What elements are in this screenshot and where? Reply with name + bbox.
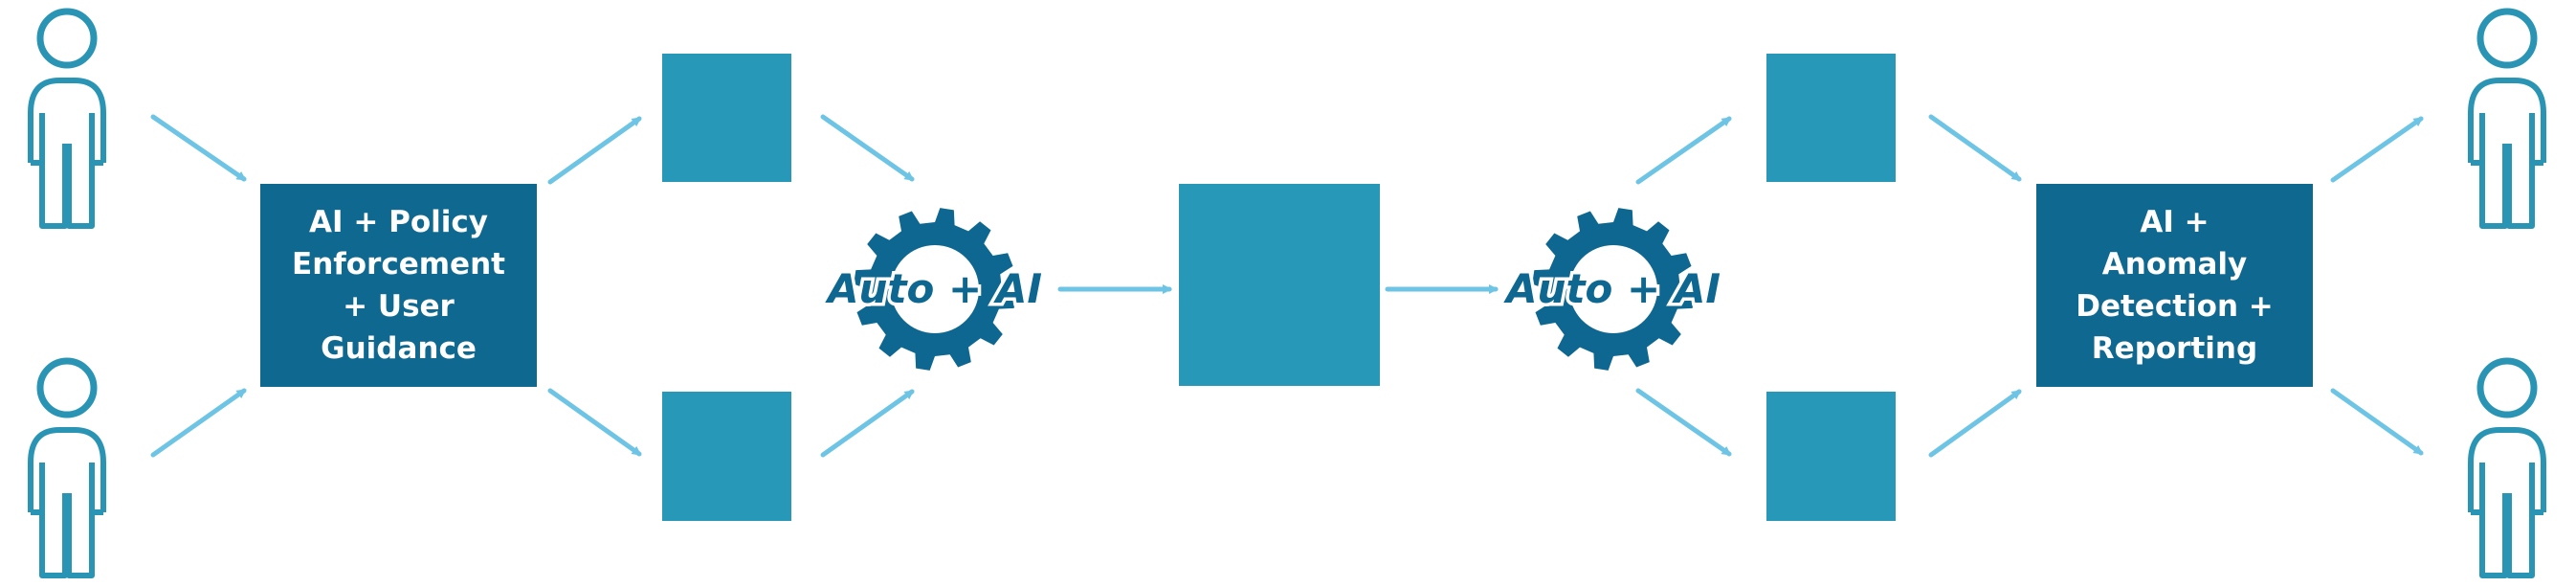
gear-icon xyxy=(854,208,1016,371)
left-process-label: AI + Policy Enforcement + User Guidance xyxy=(292,205,505,366)
top-right-box xyxy=(1766,54,1896,182)
right-process-label: AI + Anomaly Detection + Reporting xyxy=(2076,205,2274,366)
person-icon xyxy=(2468,357,2546,578)
arrow xyxy=(2330,116,2424,183)
arrow xyxy=(2330,388,2424,456)
arrow xyxy=(547,388,642,457)
bottom-left-box xyxy=(662,392,791,521)
top-left-box xyxy=(662,54,791,182)
arrow xyxy=(820,114,915,182)
arrow xyxy=(150,388,247,458)
arrow xyxy=(820,389,915,458)
person-icon xyxy=(2468,8,2546,229)
gear-icon xyxy=(1532,208,1695,371)
person-icon xyxy=(28,357,106,578)
bottom-right-box xyxy=(1766,392,1896,521)
arrow xyxy=(150,114,247,182)
gear-right-label: Auto + AI xyxy=(1503,262,1724,316)
arrow xyxy=(1635,388,1732,457)
center-box xyxy=(1179,184,1380,386)
arrow xyxy=(1635,116,1732,185)
gear-left-label: Auto + AI xyxy=(825,262,1046,316)
person-icon xyxy=(28,8,106,229)
arrow xyxy=(1928,114,2022,182)
right-process-box xyxy=(2036,184,2313,387)
arrow xyxy=(1928,389,2022,458)
left-process-box xyxy=(260,184,537,387)
arrow xyxy=(547,116,642,185)
